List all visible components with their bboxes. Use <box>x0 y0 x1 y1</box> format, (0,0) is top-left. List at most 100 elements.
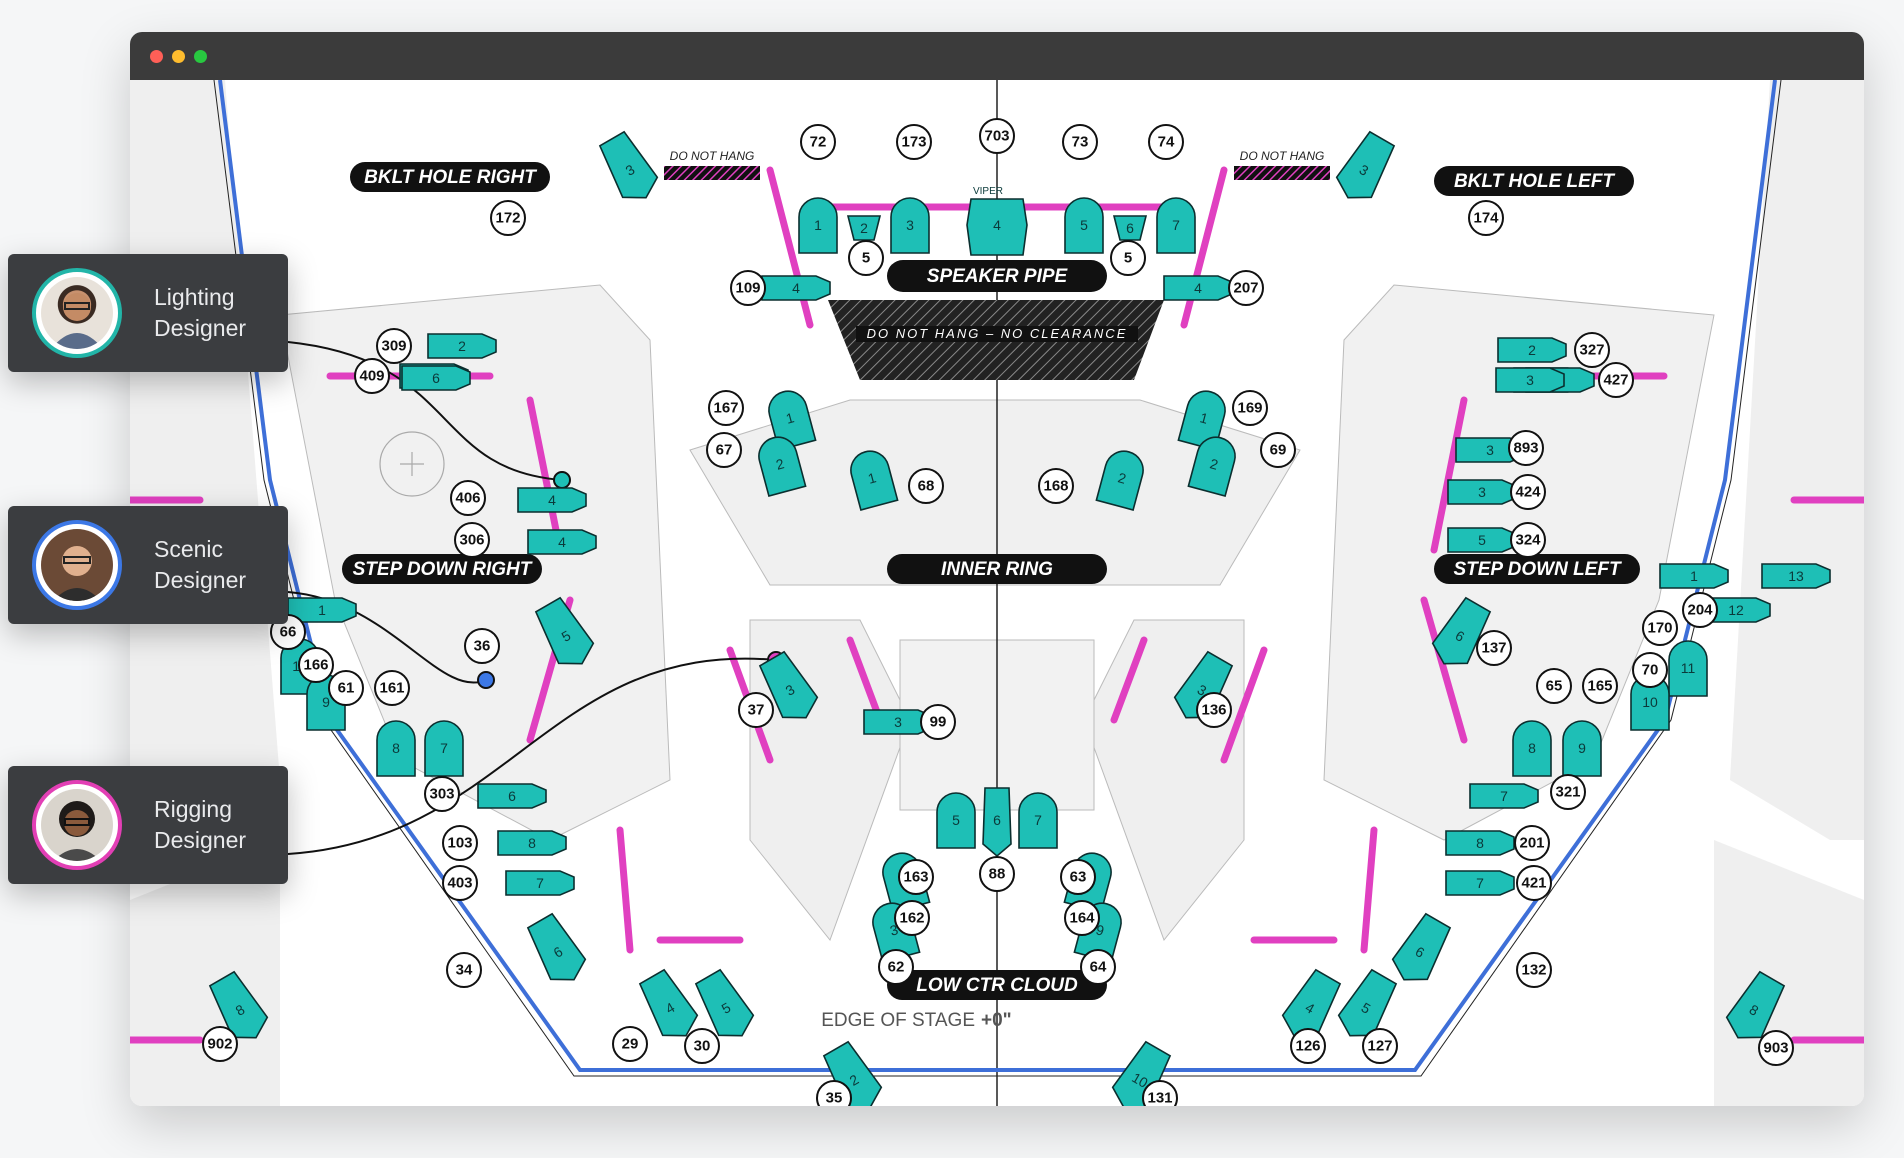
fixture-6[interactable]: 6 <box>401 365 471 391</box>
fixture-5[interactable]: 5 <box>691 967 760 1046</box>
fixture-1[interactable]: 1 <box>765 387 817 451</box>
channel-badge-5[interactable]: 5 <box>1110 240 1146 276</box>
channel-badge-164[interactable]: 164 <box>1064 900 1100 936</box>
fixture-6[interactable]: 6 <box>477 783 547 809</box>
channel-badge-37[interactable]: 37 <box>738 692 774 728</box>
channel-badge-64[interactable]: 64 <box>1080 949 1116 985</box>
fixture-7[interactable]: 7 <box>1018 792 1058 849</box>
close-button[interactable] <box>150 50 163 63</box>
channel-badge-703[interactable]: 703 <box>979 118 1015 154</box>
fixture-1[interactable]: 1 <box>1659 563 1729 589</box>
channel-badge-207[interactable]: 207 <box>1228 270 1264 306</box>
channel-badge-204[interactable]: 204 <box>1682 592 1718 628</box>
fixture-7[interactable]: 7 <box>424 720 464 777</box>
fixture-3[interactable]: 3 <box>1331 129 1400 208</box>
channel-badge-327[interactable]: 327 <box>1574 332 1610 368</box>
channel-badge-109[interactable]: 109 <box>730 270 766 306</box>
fixture-3[interactable]: 3 <box>755 649 824 728</box>
channel-badge-403[interactable]: 403 <box>442 865 478 901</box>
channel-badge-406[interactable]: 406 <box>450 480 486 516</box>
channel-badge-29[interactable]: 29 <box>612 1026 648 1062</box>
channel-badge-103[interactable]: 103 <box>442 825 478 861</box>
fixture-8[interactable]: 8 <box>376 720 416 777</box>
minimize-button[interactable] <box>172 50 185 63</box>
fixture-5[interactable]: 5 <box>531 595 600 674</box>
role-card-rigging-designer[interactable]: Rigging Designer <box>8 766 288 884</box>
fixture-5[interactable]: 5 <box>936 792 976 849</box>
channel-badge-173[interactable]: 173 <box>896 124 932 160</box>
fixture-6[interactable]: 6 <box>1112 215 1148 241</box>
channel-badge-170[interactable]: 170 <box>1642 610 1678 646</box>
channel-badge-424[interactable]: 424 <box>1510 474 1546 510</box>
fixture-5[interactable]: 5 <box>1333 967 1402 1046</box>
role-card-lighting-designer[interactable]: Lighting Designer <box>8 254 288 372</box>
fixture-5[interactable]: 5 <box>1064 197 1104 254</box>
channel-badge-88[interactable]: 88 <box>979 856 1015 892</box>
fixture-3[interactable]: 3 <box>595 129 664 208</box>
channel-badge-168[interactable]: 168 <box>1038 468 1074 504</box>
fixture-4[interactable]: 4 <box>635 967 704 1046</box>
fixture-4[interactable]: 4 <box>966 198 1028 256</box>
channel-badge-74[interactable]: 74 <box>1148 124 1184 160</box>
fixture-10[interactable]: 10 <box>1107 1039 1176 1106</box>
channel-badge-172[interactable]: 172 <box>490 200 526 236</box>
channel-badge-67[interactable]: 67 <box>706 432 742 468</box>
channel-badge-61[interactable]: 61 <box>328 670 364 706</box>
channel-badge-409[interactable]: 409 <box>354 358 390 394</box>
role-card-scenic-designer[interactable]: Scenic Designer <box>8 506 288 624</box>
channel-badge-30[interactable]: 30 <box>684 1028 720 1064</box>
channel-badge-126[interactable]: 126 <box>1290 1028 1326 1064</box>
channel-badge-5[interactable]: 5 <box>848 240 884 276</box>
fixture-4[interactable]: 4 <box>527 529 597 555</box>
fixture-6[interactable]: 6 <box>523 911 592 990</box>
channel-badge-306[interactable]: 306 <box>454 522 490 558</box>
channel-badge-421[interactable]: 421 <box>1516 865 1552 901</box>
fixture-11[interactable]: 11 <box>1668 640 1708 697</box>
channel-badge-902[interactable]: 902 <box>202 1026 238 1062</box>
channel-badge-162[interactable]: 162 <box>894 900 930 936</box>
fixture-4[interactable]: 4 <box>1163 275 1233 301</box>
zoom-button[interactable] <box>194 50 207 63</box>
channel-badge-165[interactable]: 165 <box>1582 668 1618 704</box>
channel-badge-303[interactable]: 303 <box>424 776 460 812</box>
channel-badge-321[interactable]: 321 <box>1550 774 1586 810</box>
fixture-2[interactable]: 2 <box>846 215 882 241</box>
fixture-6[interactable]: 6 <box>1427 595 1496 674</box>
channel-badge-65[interactable]: 65 <box>1536 668 1572 704</box>
channel-badge-201[interactable]: 201 <box>1514 825 1550 861</box>
channel-badge-131[interactable]: 131 <box>1142 1080 1178 1106</box>
channel-badge-62[interactable]: 62 <box>878 949 914 985</box>
fixture-1[interactable]: 1 <box>1177 387 1229 451</box>
lighting-plot-canvas[interactable]: DO NOT HANG DO NOT HANG DO NOT HANG – NO… <box>130 80 1864 1106</box>
fixture-2[interactable]: 2 <box>819 1039 888 1106</box>
channel-badge-893[interactable]: 893 <box>1508 430 1544 466</box>
channel-badge-68[interactable]: 68 <box>908 468 944 504</box>
fixture-1[interactable]: 1 <box>847 447 899 511</box>
fixture-2[interactable]: 2 <box>1497 337 1567 363</box>
channel-badge-34[interactable]: 34 <box>446 952 482 988</box>
fixture-6[interactable]: 6 <box>982 787 1012 858</box>
channel-badge-169[interactable]: 169 <box>1232 390 1268 426</box>
fixture-8[interactable]: 8 <box>497 830 567 856</box>
fixture-4[interactable]: 4 <box>517 487 587 513</box>
fixture-1[interactable]: 1 <box>798 197 838 254</box>
fixture-5[interactable]: 5 <box>1447 527 1517 553</box>
channel-badge-427[interactable]: 427 <box>1598 362 1634 398</box>
fixture-3[interactable]: 3 <box>1447 479 1517 505</box>
lighting-connection-point[interactable] <box>553 471 571 489</box>
channel-badge-35[interactable]: 35 <box>816 1080 852 1106</box>
fixture-8[interactable]: 8 <box>1721 969 1790 1048</box>
channel-badge-309[interactable]: 309 <box>376 328 412 364</box>
fixture-8[interactable]: 8 <box>1445 830 1515 856</box>
channel-badge-163[interactable]: 163 <box>898 859 934 895</box>
channel-badge-137[interactable]: 137 <box>1476 630 1512 666</box>
channel-badge-63[interactable]: 63 <box>1060 859 1096 895</box>
channel-badge-127[interactable]: 127 <box>1362 1028 1398 1064</box>
channel-badge-36[interactable]: 36 <box>464 628 500 664</box>
channel-badge-136[interactable]: 136 <box>1196 692 1232 728</box>
channel-badge-73[interactable]: 73 <box>1062 124 1098 160</box>
channel-badge-72[interactable]: 72 <box>800 124 836 160</box>
fixture-2[interactable]: 2 <box>1187 433 1239 497</box>
channel-badge-167[interactable]: 167 <box>708 390 744 426</box>
channel-badge-166[interactable]: 166 <box>298 647 334 683</box>
